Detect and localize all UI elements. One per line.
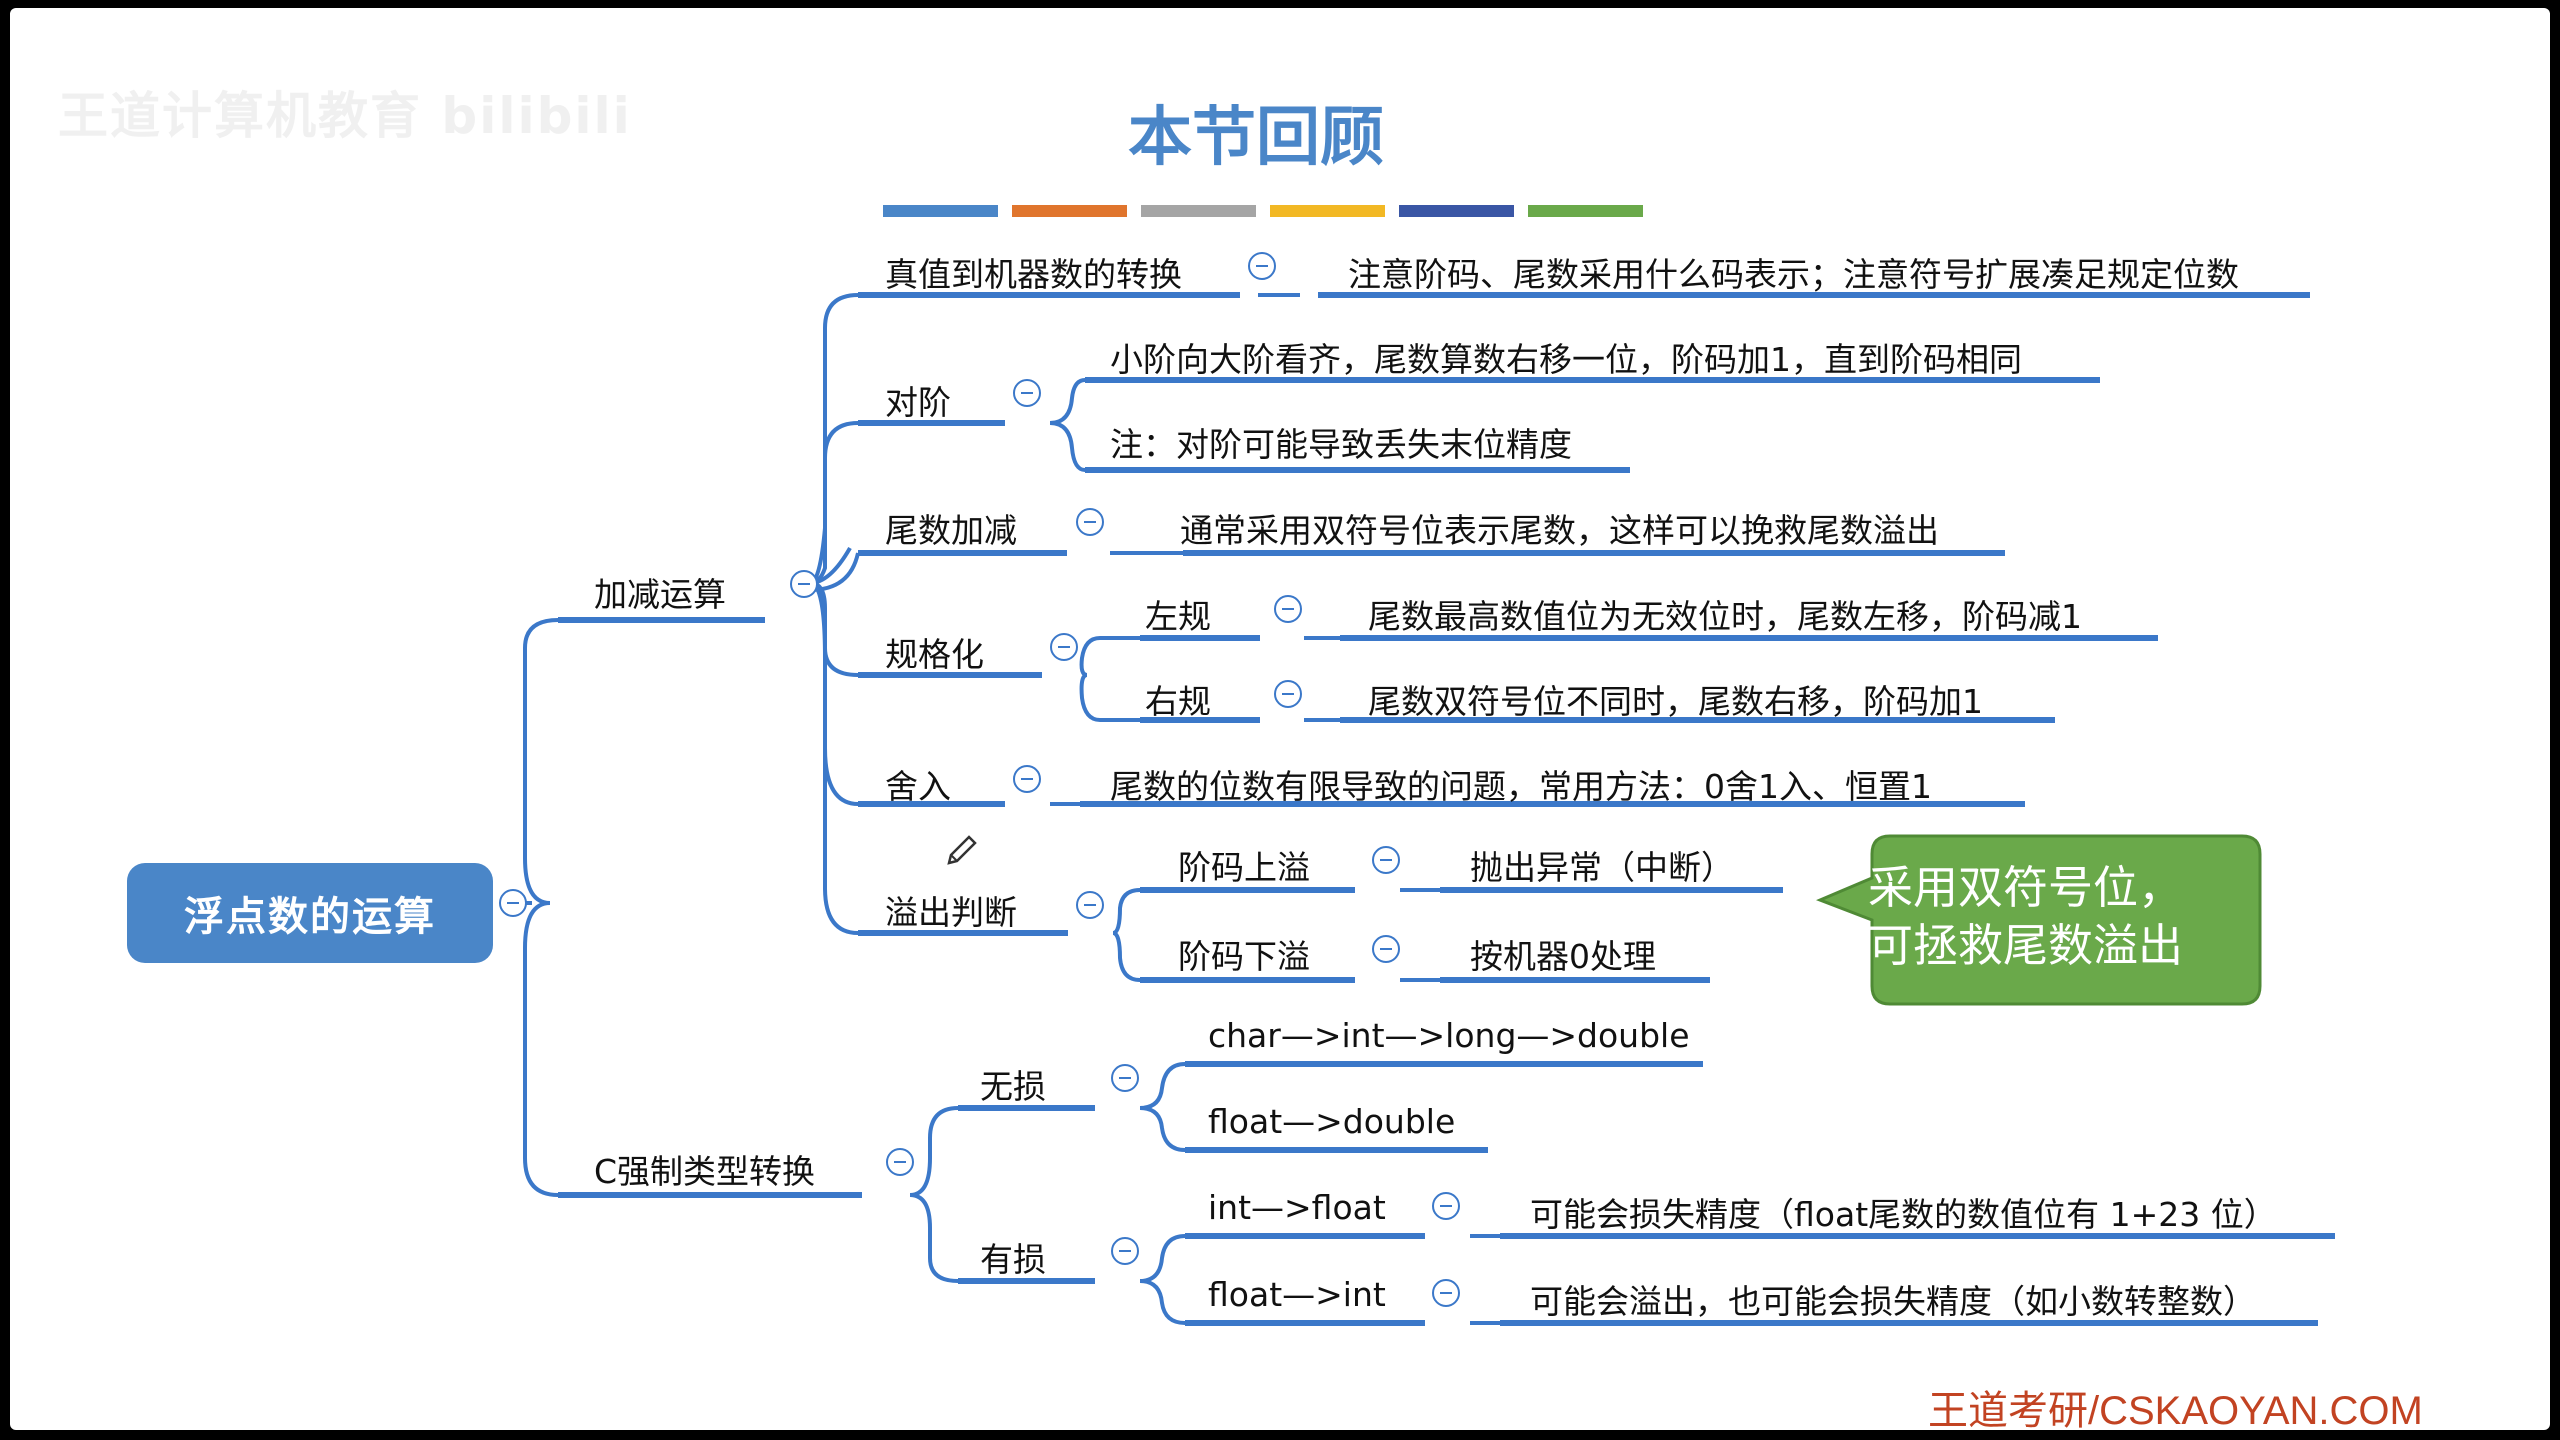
collapse-lossless-button[interactable]	[1111, 1064, 1139, 1092]
note-lossy-2: 可能会溢出，也可能会损失精度（如小数转整数）	[1530, 1282, 2256, 1321]
node-mantissa[interactable]: 尾数加减	[885, 511, 1017, 550]
collapse-mantissa-button[interactable]	[1076, 508, 1104, 536]
collapse-normalize-button[interactable]	[1050, 633, 1078, 661]
color-bar	[883, 205, 1643, 217]
callout-line-2: 可拯救尾数溢出	[1868, 919, 2184, 972]
node-addsub[interactable]: 加减运算	[594, 575, 726, 614]
collapse-addsub-button[interactable]	[790, 570, 818, 598]
item-lossy-1[interactable]: int—>float	[1208, 1188, 1386, 1227]
collapse-overflow-button[interactable]	[1076, 891, 1104, 919]
collapse-round-button[interactable]	[1013, 765, 1041, 793]
collapse-lossy-1-button[interactable]	[1432, 1192, 1460, 1220]
color-swatch-6	[1528, 205, 1643, 217]
collapse-conv-button[interactable]	[1248, 252, 1276, 280]
note-round: 尾数的位数有限导致的问题，常用方法：0舍1入、恒置1	[1110, 767, 1932, 806]
node-overflow-down[interactable]: 阶码下溢	[1178, 937, 1310, 976]
item-lossless-1: char—>int—>long—>double	[1208, 1016, 1690, 1055]
collapse-overflow-down-button[interactable]	[1372, 935, 1400, 963]
callout-line-1: 采用双符号位，	[1868, 861, 2184, 914]
collapse-right-button[interactable]	[1274, 680, 1302, 708]
item-lossy-2[interactable]: float—>int	[1208, 1275, 1386, 1314]
color-swatch-2	[1012, 205, 1127, 217]
note-right: 尾数双符号位不同时，尾数右移，阶码加1	[1368, 682, 1983, 721]
mindmap-connectors	[520, 292, 2335, 1326]
page-title: 本节回顾	[1128, 100, 1384, 175]
note-overflow-down: 按机器0处理	[1470, 937, 1656, 976]
collapse-left-button[interactable]	[1274, 595, 1302, 623]
footer-brand: 王道考研/CSKAOYAN.COM	[1928, 1389, 2423, 1430]
callout-bubble	[1815, 834, 2262, 1006]
callout-text: 采用双符号位， 可拯救尾数溢出	[1868, 859, 2268, 975]
color-swatch-3	[1141, 205, 1256, 217]
collapse-overflow-up-button[interactable]	[1372, 846, 1400, 874]
note-overflow-up: 抛出异常（中断）	[1470, 848, 1734, 887]
note-align-1: 小阶向大阶看齐，尾数算数右移一位，阶码加1，直到阶码相同	[1110, 340, 2022, 379]
watermark: 王道计算机教育 bilibili	[58, 87, 632, 145]
collapse-align-button[interactable]	[1013, 379, 1041, 407]
node-overflow[interactable]: 溢出判断	[885, 893, 1017, 932]
node-align[interactable]: 对阶	[885, 383, 951, 422]
color-swatch-1	[883, 205, 998, 217]
node-left-normalize[interactable]: 左规	[1145, 597, 1211, 636]
node-normalize[interactable]: 规格化	[885, 635, 984, 674]
note-align-2: 注：对阶可能导致丢失末位精度	[1110, 425, 1572, 464]
pencil-icon	[947, 835, 977, 865]
node-lossless[interactable]: 无损	[980, 1067, 1046, 1106]
collapse-root-button[interactable]	[499, 889, 527, 917]
collapse-cast-button[interactable]	[886, 1148, 914, 1176]
item-lossless-2: float—>double	[1208, 1102, 1456, 1141]
collapse-lossy-2-button[interactable]	[1432, 1279, 1460, 1307]
node-overflow-up[interactable]: 阶码上溢	[1178, 848, 1310, 887]
node-round[interactable]: 舍入	[885, 767, 951, 806]
node-conv[interactable]: 真值到机器数的转换	[885, 255, 1182, 294]
slide: 王道计算机教育 bilibili 本节回顾	[10, 8, 2550, 1430]
color-swatch-4	[1270, 205, 1385, 217]
node-lossy[interactable]: 有损	[980, 1240, 1046, 1279]
note-lossy-1: 可能会损失精度（float尾数的数值位有 1+23 位）	[1530, 1195, 2277, 1234]
collapse-lossy-button[interactable]	[1111, 1237, 1139, 1265]
color-swatch-5	[1399, 205, 1514, 217]
node-right-normalize[interactable]: 右规	[1145, 682, 1211, 721]
note-conv: 注意阶码、尾数采用什么码表示；注意符号扩展凑足规定位数	[1348, 255, 2239, 294]
note-left: 尾数最高数值位为无效位时，尾数左移，阶码减1	[1368, 597, 2082, 636]
node-cast[interactable]: C强制类型转换	[594, 1152, 816, 1191]
note-mantissa: 通常采用双符号位表示尾数，这样可以挽救尾数溢出	[1180, 511, 1939, 550]
root-node[interactable]: 浮点数的运算	[127, 863, 493, 963]
